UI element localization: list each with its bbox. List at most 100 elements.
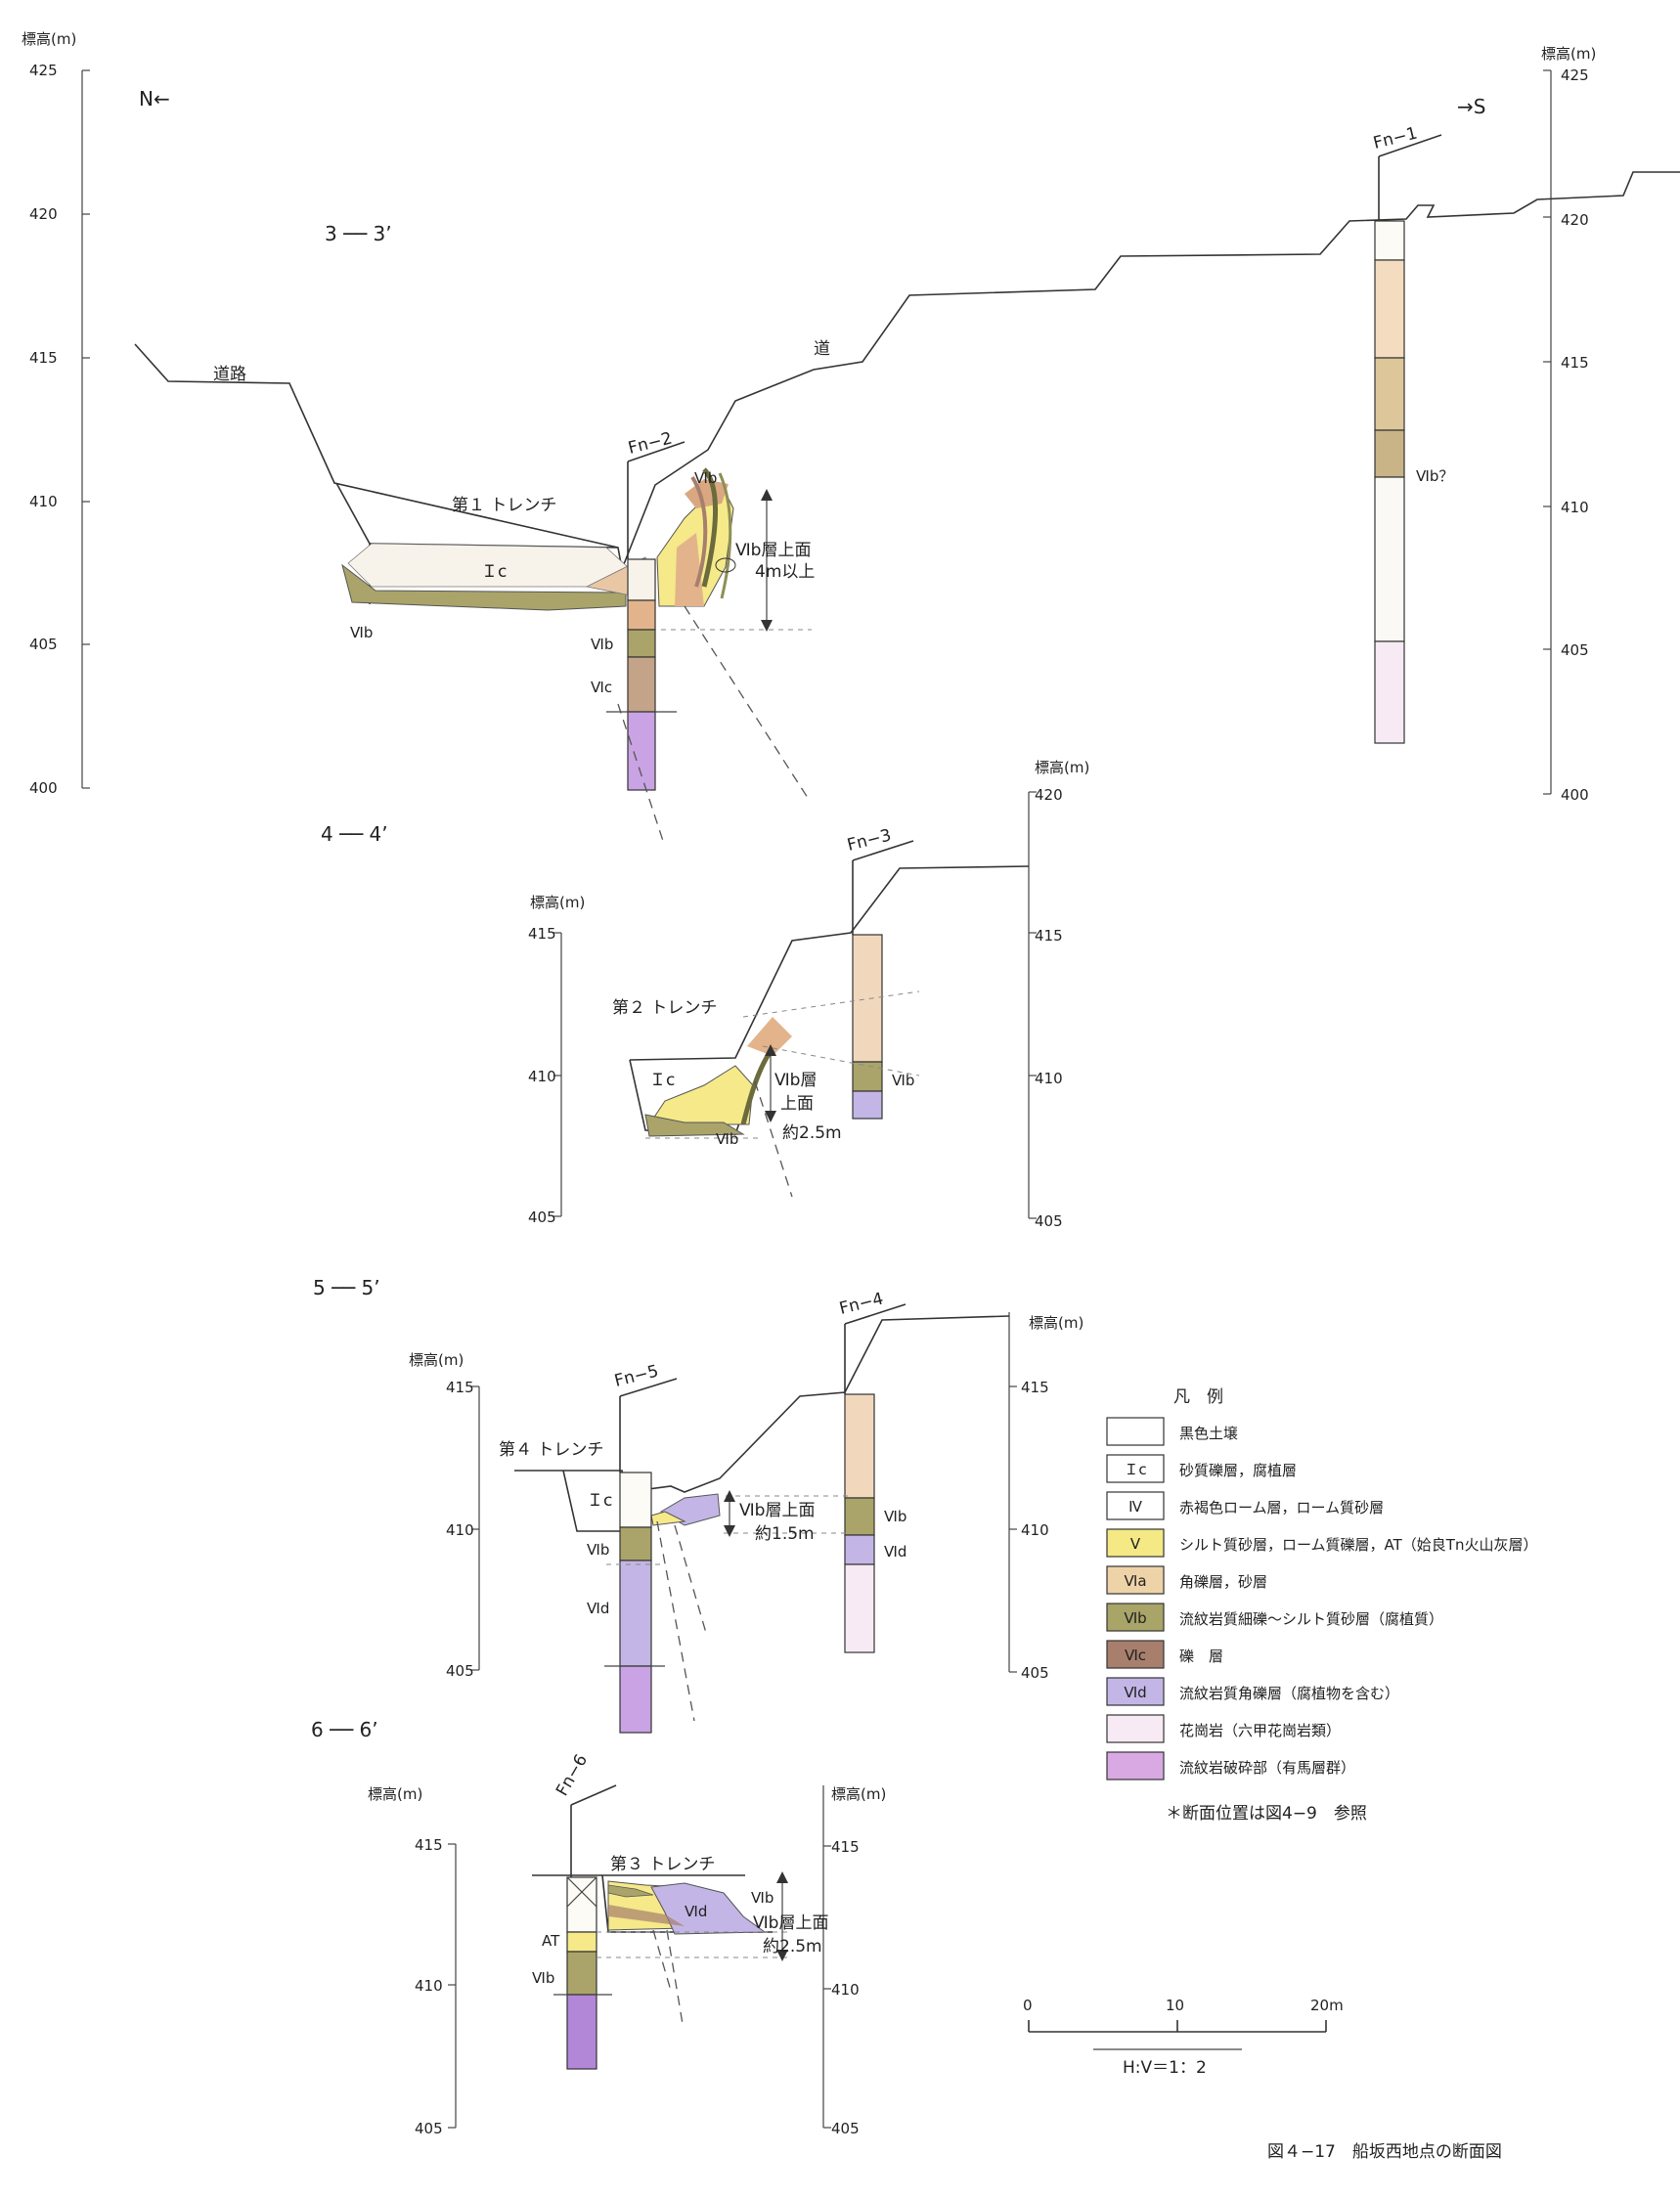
tick-label: 405 bbox=[1021, 1664, 1049, 1682]
figure-caption: 図４−17 船坂西地点の断面図 bbox=[1267, 2142, 1502, 2162]
borehole-fn2: Fn−2 bbox=[606, 428, 685, 791]
legend-swatch bbox=[1106, 1714, 1165, 1743]
axis-label-left: 標高(m) bbox=[22, 30, 76, 48]
vib-label: Ⅵb bbox=[694, 469, 717, 487]
legend-swatch bbox=[1106, 1677, 1165, 1706]
ic-label: Ｉc bbox=[481, 562, 507, 582]
axis-label-left: 標高(m) bbox=[530, 894, 585, 911]
south-arrow: →S bbox=[1457, 95, 1485, 118]
axis-label-right: 標高(m) bbox=[831, 1785, 886, 1803]
legend-text: 流紋岩破砕部（有馬層群） bbox=[1179, 1759, 1355, 1777]
borehole-fn4: Fn−4 bbox=[837, 1289, 906, 1653]
borehole-fn3: Fn−3 bbox=[845, 825, 914, 1120]
vib-label: Ⅵb bbox=[350, 624, 373, 641]
ground-profile bbox=[629, 865, 1030, 1061]
tick-label: 415 bbox=[528, 925, 556, 943]
tick-label: 405 bbox=[446, 1662, 474, 1680]
axis-label-right: 標高(m) bbox=[1029, 1314, 1083, 1332]
legend-item: Ｉc 砂質礫層，腐植層 bbox=[1106, 1454, 1297, 1483]
legend-code: Ｉc bbox=[1124, 1461, 1146, 1478]
vib-label: Ⅵb bbox=[884, 1508, 906, 1525]
legend-code: Ⅴ bbox=[1130, 1535, 1141, 1553]
legend-code: Ⅳ bbox=[1128, 1498, 1142, 1516]
legend-item: Ⅵb 流紋岩質細礫～シルト質砂層（腐植質） bbox=[1106, 1603, 1443, 1632]
trench1-label: 第１ トレンチ bbox=[452, 496, 556, 515]
vib-label: Ⅵb bbox=[587, 1541, 609, 1559]
legend-code: Ⅵb bbox=[1124, 1609, 1146, 1627]
ground-profile bbox=[514, 1315, 1010, 1493]
tick-label: 410 bbox=[446, 1521, 474, 1539]
right-ticks: 425 420 415 410 405 400 bbox=[1543, 66, 1589, 804]
tick-label: 405 bbox=[415, 2120, 443, 2137]
tick-label: 410 bbox=[831, 1981, 860, 1999]
trench3-label: 第３ トレンチ bbox=[610, 1855, 715, 1874]
legend-note: ＊断面位置は図4−9 参照 bbox=[1166, 1804, 1367, 1824]
road-label-2: 道 bbox=[814, 339, 830, 359]
vib-label: Ⅵb bbox=[751, 1889, 774, 1907]
legend-item: 花崗岩（六甲花崗岩類） bbox=[1106, 1714, 1341, 1743]
tick-label: 400 bbox=[1561, 786, 1589, 804]
north-arrow: N← bbox=[139, 87, 170, 110]
legend-text: 砂質礫層，腐植層 bbox=[1179, 1462, 1297, 1479]
tick-label: 405 bbox=[528, 1209, 556, 1226]
section-4-4: 4 ── 4’ 標高(m) 415 410 405 標高(m) 420 415 … bbox=[321, 759, 1089, 1230]
fn6-label: Fn−6 bbox=[553, 1751, 592, 1800]
trench4-label: 第４ トレンチ bbox=[499, 1440, 603, 1460]
vib-label: Ⅵb bbox=[532, 1969, 554, 1987]
tick-label: 415 bbox=[415, 1836, 443, 1854]
ic-label: Ｉc bbox=[649, 1071, 675, 1090]
tick-label: 410 bbox=[528, 1068, 556, 1085]
legend-swatch bbox=[1106, 1417, 1165, 1446]
section-label: 6 ── 6’ bbox=[311, 1718, 378, 1741]
tick-label: 415 bbox=[29, 349, 58, 367]
legend-item: Ⅴ シルト質砂層，ローム質礫層，AT（姶良Tn火山灰層） bbox=[1106, 1528, 1537, 1558]
tick-label: 425 bbox=[1561, 66, 1589, 84]
legend-text: 黒色土壌 bbox=[1179, 1425, 1238, 1442]
legend-text: 流紋岩質細礫～シルト質砂層（腐植質） bbox=[1179, 1610, 1443, 1628]
axis-label-right: 標高(m) bbox=[1035, 759, 1089, 776]
tick-label: 405 bbox=[831, 2120, 860, 2137]
section-3-3: 標高(m) 425 420 415 410 405 400 標高(m) 425 bbox=[22, 30, 1680, 842]
tick-label: 410 bbox=[1561, 499, 1589, 516]
legend-text: 花崗岩（六甲花崗岩類） bbox=[1179, 1722, 1341, 1739]
tick-label: 410 bbox=[29, 493, 58, 510]
fn1-label: Fn−1 bbox=[1371, 123, 1419, 153]
tick-label: 425 bbox=[29, 62, 58, 79]
trench2-label: 第２ トレンチ bbox=[612, 998, 717, 1018]
scale-tick: 0 bbox=[1023, 1997, 1033, 2014]
fn3-label: Fn−3 bbox=[845, 825, 893, 855]
axis-label-right: 標高(m) bbox=[1541, 45, 1596, 63]
legend-swatch bbox=[1106, 1603, 1165, 1632]
legend-code: Ⅵc bbox=[1125, 1647, 1146, 1664]
legend-swatch bbox=[1106, 1640, 1165, 1669]
scale-tick: 20m bbox=[1310, 1997, 1344, 2014]
tick-label: 415 bbox=[1035, 927, 1063, 945]
legend-text: 赤褐色ローム層，ローム質砂層 bbox=[1179, 1499, 1384, 1517]
vic-label: Ⅵc bbox=[591, 679, 612, 696]
section-label: 5 ── 5’ bbox=[313, 1276, 380, 1299]
legend-swatch bbox=[1106, 1528, 1165, 1558]
fn4-label: Fn−4 bbox=[837, 1289, 885, 1318]
section-label: 3 ── 3’ bbox=[325, 222, 392, 245]
top-note-2a: Ⅵb層 bbox=[774, 1071, 817, 1090]
legend-text: シルト質砂層，ローム質礫層，AT（姶良Tn火山灰層） bbox=[1179, 1536, 1537, 1554]
tick-label: 415 bbox=[1561, 354, 1589, 372]
tick-label: 415 bbox=[1021, 1379, 1049, 1396]
tick-label: 420 bbox=[1035, 786, 1063, 804]
axis-label-left: 標高(m) bbox=[368, 1785, 422, 1803]
section-6-6: 6 ── 6’ 標高(m) 415 410 405 標高(m) 415 410 … bbox=[311, 1718, 886, 2137]
tick-label: 420 bbox=[1561, 211, 1589, 229]
legend-text: 角礫層，砂層 bbox=[1179, 1573, 1267, 1591]
tick-label: 405 bbox=[29, 636, 58, 653]
scale-bar: 0 10 20m H:V＝1：2 bbox=[1023, 1997, 1344, 2078]
vid-label: Ⅵd bbox=[685, 1903, 707, 1920]
vid-label: Ⅵd bbox=[587, 1600, 609, 1617]
top-note-3a: Ⅵb層上面 bbox=[739, 1501, 815, 1520]
legend-swatch bbox=[1106, 1565, 1165, 1595]
top-note-1b: 4m以上 bbox=[755, 562, 815, 582]
